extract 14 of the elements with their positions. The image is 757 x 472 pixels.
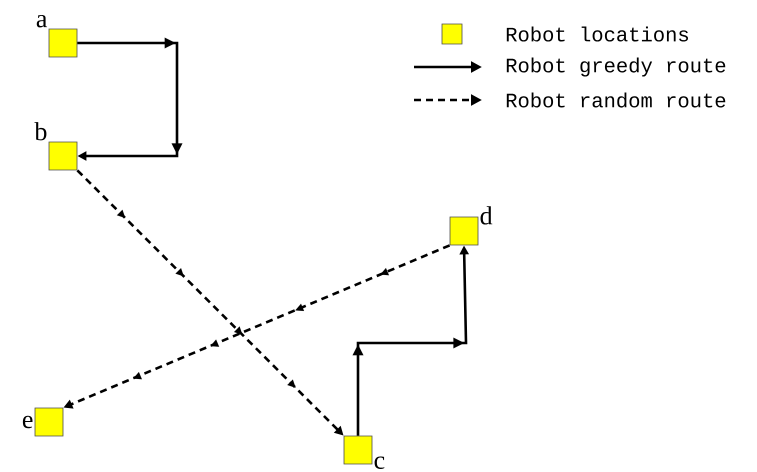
location-square: d — [450, 206, 492, 246]
node-label: c — [374, 456, 384, 469]
location-square: b — [34, 122, 78, 170]
node-label: a — [36, 14, 48, 28]
legend-label: Robot greedy route — [506, 57, 726, 77]
legend-label: Robot locations — [506, 26, 688, 42]
location-square: a — [36, 14, 78, 58]
location-square: e — [22, 408, 64, 436]
route-arrow — [77, 38, 182, 161]
legend-label: Robot random route — [506, 92, 726, 108]
location-square: c — [344, 436, 384, 469]
node-label: b — [34, 122, 46, 140]
node-label: e — [22, 416, 32, 428]
node-label: d — [480, 206, 492, 225]
